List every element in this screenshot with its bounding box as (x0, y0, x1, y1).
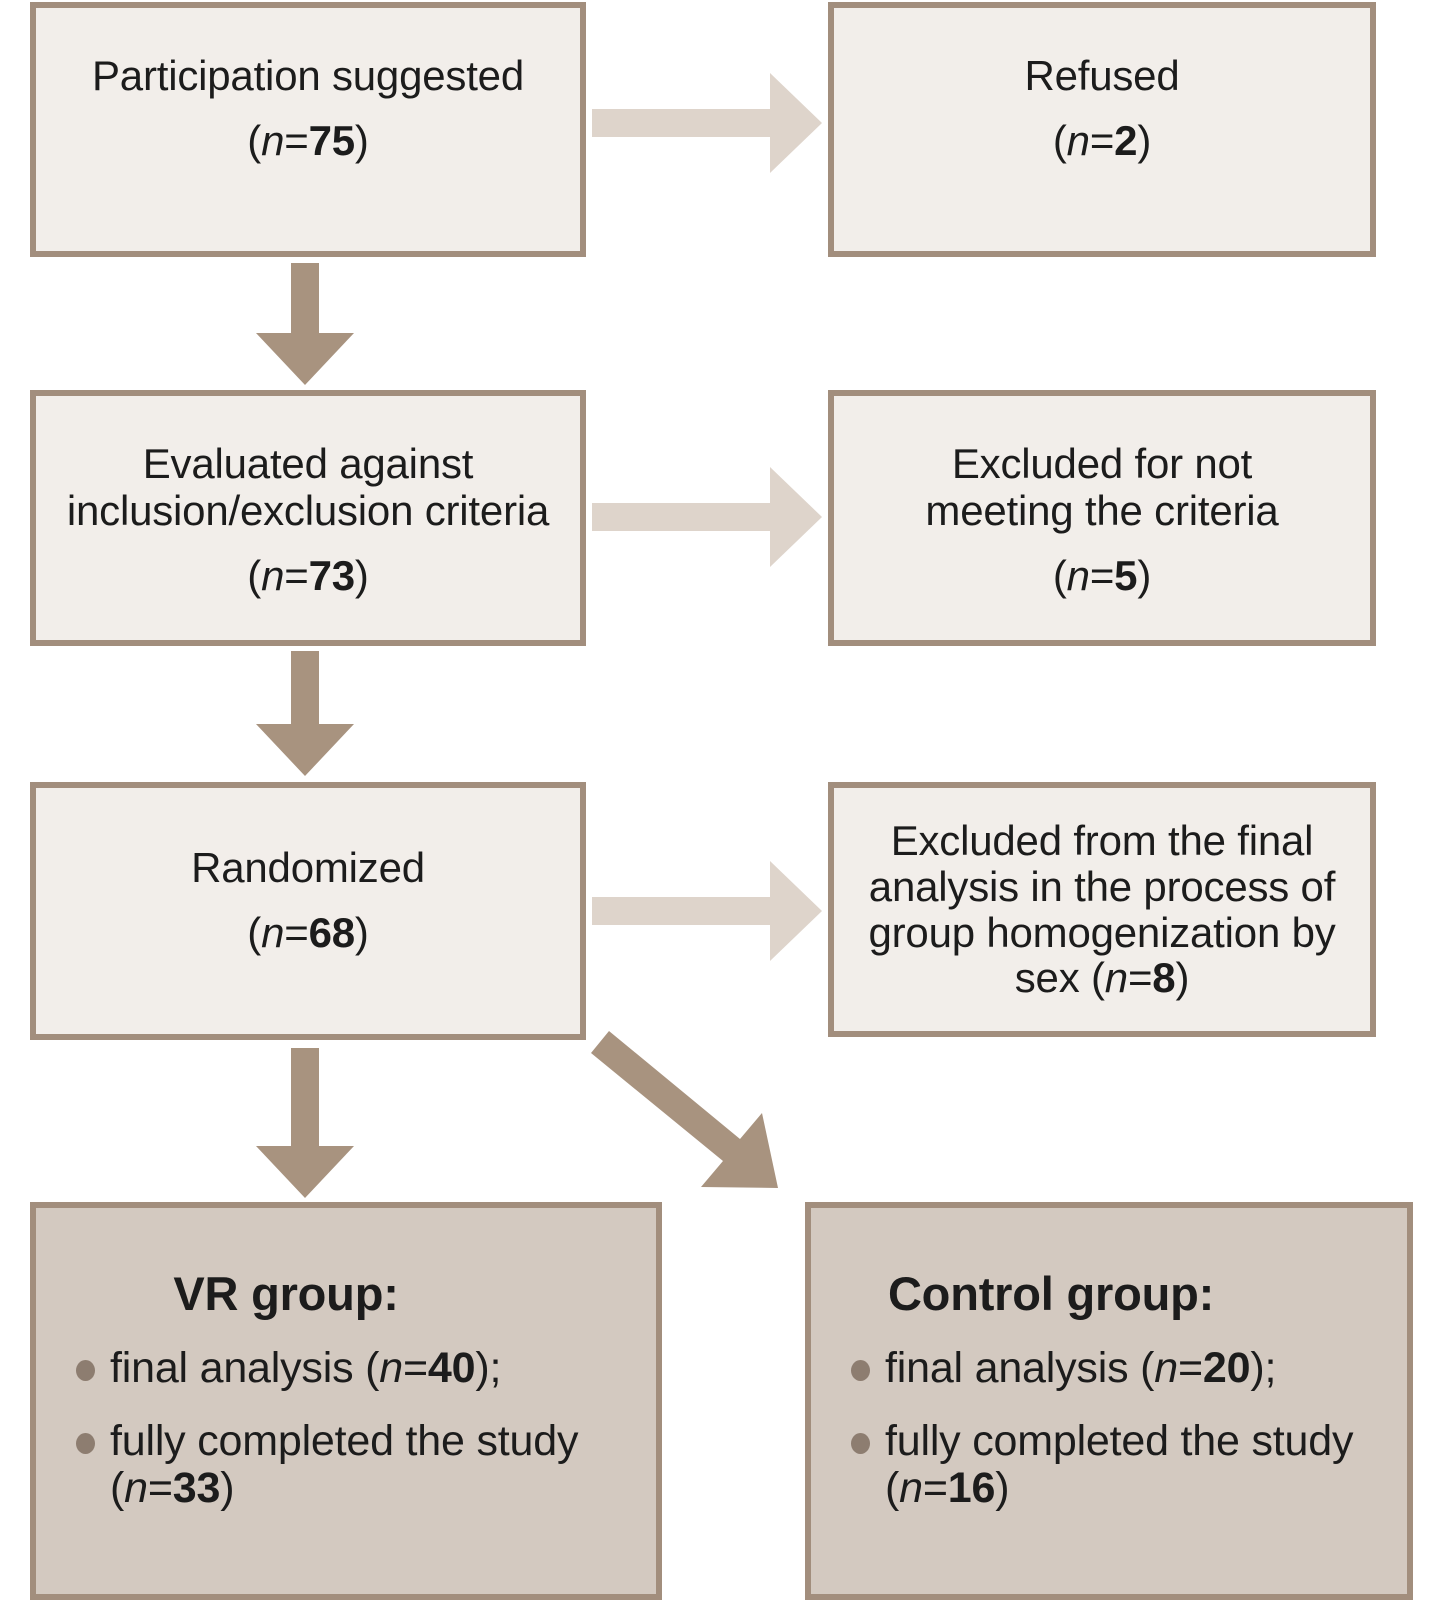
n-symbol: n (1104, 954, 1128, 1002)
box-control-group: Control group: final analysis (n=20); fu… (805, 1202, 1413, 1600)
box-label: Refused (1024, 52, 1180, 99)
n-value: 5 (1114, 552, 1138, 600)
box-randomized: Randomized (n=68) (30, 782, 586, 1040)
group-title: Control group: (887, 1267, 1215, 1320)
list-item: final analysis (n=40); (76, 1343, 616, 1392)
n-symbol: n (261, 909, 285, 957)
n-symbol: n (261, 552, 285, 600)
box-evaluated-criteria: Evaluated against inclusion/exclusion cr… (30, 390, 586, 646)
box-label-line: Excluded from the final (890, 817, 1314, 864)
list-item: fully completed the study (n=33) (76, 1417, 616, 1513)
box-label-line: group homogenization by (868, 908, 1336, 956)
control-group-list: final analysis (n=20); fully completed t… (851, 1343, 1371, 1513)
n-symbol: n (1154, 1343, 1178, 1392)
list-item: final analysis (n=20); (851, 1343, 1371, 1392)
arrow-right-evaluated-to-excluded (592, 467, 822, 567)
arrow-right-participation-to-refused (592, 73, 822, 173)
bullet-icon (851, 1359, 870, 1381)
box-vr-group: VR group: final analysis (n=40); fully c… (30, 1202, 662, 1600)
n-symbol: n (899, 1464, 923, 1513)
box-refused: Refused (n=2) (828, 2, 1376, 257)
box-excluded-homogenization: Excluded from the final analysis in the … (828, 782, 1376, 1037)
n-symbol: n (379, 1343, 403, 1392)
n-value: 33 (172, 1464, 221, 1513)
bullet-icon (76, 1359, 95, 1381)
arrow-down-randomized-to-vr-group (256, 1048, 354, 1198)
group-title: VR group: (173, 1267, 399, 1320)
n-value: 68 (308, 909, 356, 957)
n-value: 75 (308, 117, 356, 165)
bullet-icon (76, 1432, 95, 1454)
n-count: (n=73) (247, 552, 369, 600)
n-value: 20 (1202, 1343, 1251, 1392)
n-count: (n=68) (247, 909, 369, 957)
arrow-down-evaluated-to-randomized (256, 651, 354, 776)
arrow-diagonal-randomized-to-control-group (591, 1031, 778, 1188)
n-symbol: n (1066, 552, 1090, 600)
box-label: Randomized (191, 844, 425, 891)
n-value: 2 (1114, 117, 1138, 165)
n-symbol: n (124, 1464, 148, 1513)
arrow-down-participation-to-evaluated (256, 263, 354, 385)
n-count: (n=5) (1052, 552, 1152, 600)
n-symbol: n (1066, 117, 1090, 165)
box-label-line: Excluded for not (951, 440, 1253, 487)
box-label-line: Evaluated against (142, 440, 474, 487)
box-excluded-not-meeting-criteria: Excluded for not meeting the criteria (n… (828, 390, 1376, 646)
n-value: 73 (308, 552, 356, 600)
n-value: 16 (947, 1464, 996, 1513)
arrow-right-randomized-to-excluded (592, 861, 822, 961)
n-symbol: n (261, 117, 285, 165)
box-label-line: analysis in the process of (868, 862, 1336, 910)
n-value: 8 (1152, 954, 1176, 1002)
bullet-icon (851, 1432, 870, 1454)
n-count: (n=75) (247, 117, 369, 165)
box-label: Participation suggested (91, 52, 524, 99)
box-label-line: meeting the criteria (925, 487, 1279, 535)
vr-group-list: final analysis (n=40); fully completed t… (76, 1343, 616, 1513)
n-value: 40 (427, 1343, 476, 1392)
box-label-line-with-count: sex (n=8) (1014, 954, 1190, 1002)
list-item: fully completed the study (n=16) (851, 1417, 1371, 1513)
box-participation-suggested: Participation suggested (n=75) (30, 2, 586, 257)
n-count: (n=2) (1052, 117, 1152, 165)
box-label-line: inclusion/exclusion criteria (66, 487, 550, 535)
